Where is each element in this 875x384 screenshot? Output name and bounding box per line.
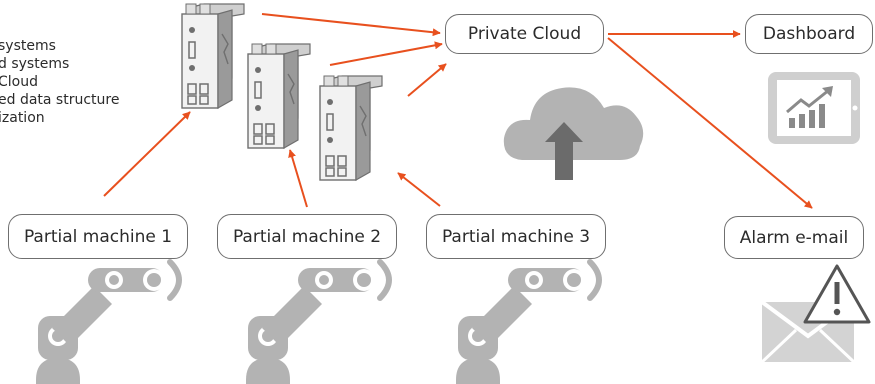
arrow-pm1-to-gateway1 [103, 111, 191, 197]
warning-icon [803, 264, 871, 324]
iot-gateway-icon [247, 43, 311, 149]
robot-arm-icon [246, 262, 389, 384]
partial-machine-2-node: Partial machine 2 [217, 214, 397, 259]
partial-machine-1-node: Partial machine 1 [8, 214, 188, 259]
arrow-cloud-to-alarm [607, 37, 813, 209]
robot-arm-icon [36, 262, 179, 384]
feature-item: d systems [0, 56, 70, 72]
feature-item: systems [0, 38, 56, 54]
tablet-chart-icon [768, 72, 860, 144]
feature-item: Cloud [0, 74, 38, 90]
iot-gateway-icon [319, 75, 383, 181]
iot-gateway-icon [181, 3, 245, 109]
arrow-pm2-to-gateway2 [288, 149, 308, 208]
feature-list: systems d systems Cloud ed data structur… [0, 37, 119, 127]
arrow-gateway2-to-cloud [329, 41, 443, 66]
partial-machine-3-node: Partial machine 3 [426, 214, 606, 259]
arrow-gateway1-to-cloud [261, 13, 441, 37]
feature-item: ed data structure [0, 92, 120, 108]
private-cloud-node: Private Cloud [445, 14, 604, 54]
arrow-pm3-to-gateway3 [397, 172, 441, 207]
cloud-upload-icon [503, 87, 644, 180]
envelope-icon [760, 300, 856, 364]
robot-arm-icon [456, 262, 599, 384]
arrow-gateway3-to-cloud [407, 63, 447, 97]
dashboard-node: Dashboard [745, 14, 873, 54]
feature-item: ization [0, 110, 45, 126]
alarm-email-node: Alarm e-mail [724, 216, 864, 259]
